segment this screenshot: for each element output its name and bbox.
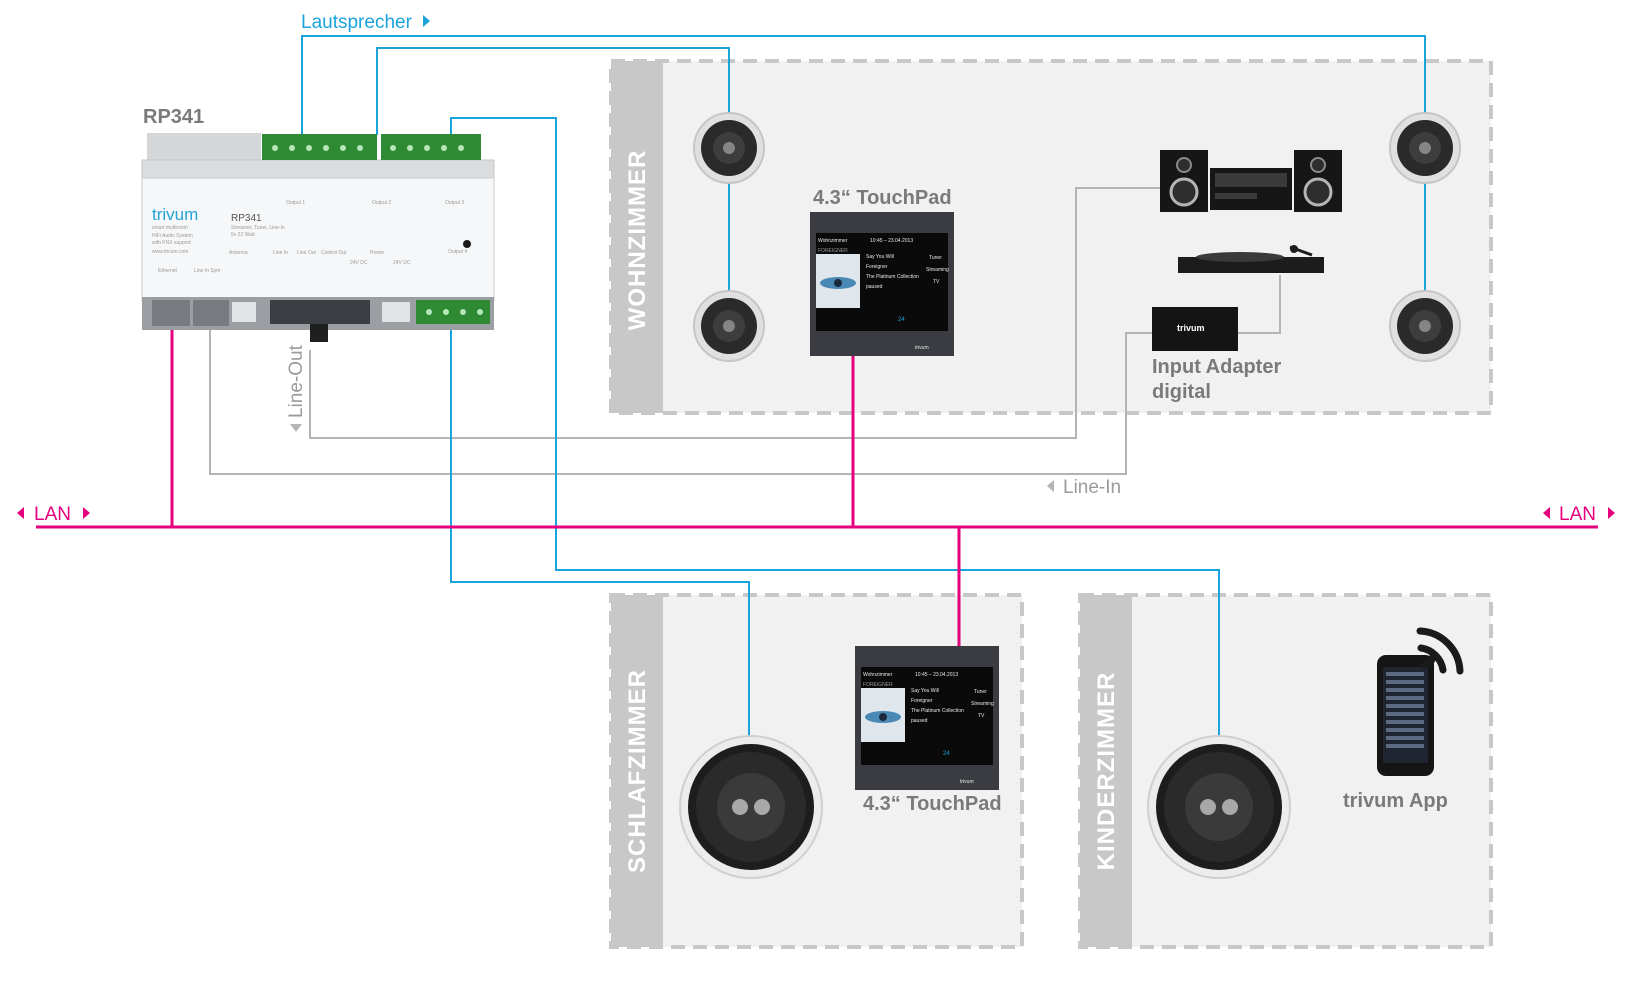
device-brand: trivum (152, 205, 198, 224)
device-model: RP341 (231, 213, 262, 224)
input-adapter: trivum Input Adapter digital (1152, 307, 1281, 403)
arrow-right-icon (1608, 507, 1615, 519)
turntable-icon (1178, 245, 1324, 273)
touchpad-track-2: Foreigner (866, 264, 888, 270)
touchpad-track-2: Foreigner (911, 698, 933, 704)
touchpad-menu-2: Streaming (926, 267, 949, 273)
line-in-label: Line-In (1063, 477, 1121, 498)
touchpad-cover-text: FOREIGNER (863, 682, 893, 688)
terminal-screws (272, 145, 483, 315)
touchpad-schlafzimmer: FOREIGNER Wohnzimmer 10:45 – 23.04.2013 … (855, 646, 1002, 815)
port-label-24v-2: 24V DC (393, 260, 411, 266)
touchpad-track-1: Say You Will (866, 254, 894, 260)
speaker-wz-bottom-right (1389, 290, 1461, 362)
status-led (463, 240, 471, 248)
device-model-sub2: 5x 22 Watt (231, 232, 255, 238)
wifi-icon (1416, 627, 1464, 675)
label-line-in: Line-In (1047, 477, 1121, 498)
room-label-kinderzimmer: KINDERZIMMER (1093, 672, 1120, 871)
port-label-ethernet: Ethernet (158, 268, 178, 274)
touchpad-volume: 24 (898, 317, 905, 323)
arrow-right-icon (83, 507, 90, 519)
label-lautsprecher: Lautsprecher (301, 12, 430, 33)
arrow-left-icon (17, 507, 24, 519)
device-desc2: with KNX support (152, 240, 191, 246)
touchpad-brand: trivum (915, 345, 929, 351)
rp341-device: RP341 trivum smart multiroom RP341 Strea… (141, 106, 495, 342)
touchpad-brand: trivum (960, 779, 974, 785)
touchpad-bottom-label: 4.3“ TouchPad (863, 793, 1002, 815)
trivum-app-phone: trivum App (1343, 627, 1464, 812)
touchpad-cover-text: FOREIGNER (818, 248, 848, 254)
label-line-out: Line-Out (286, 344, 307, 432)
input-adapter-label-1: Input Adapter (1152, 356, 1281, 378)
line-audio-wires (209, 187, 1281, 475)
touchpad-volume: 24 (943, 751, 950, 757)
label-lan-right: LAN (1543, 504, 1615, 525)
arrow-left-icon (1543, 507, 1550, 519)
line-out-label: Line-Out (286, 344, 307, 418)
port-label-line-out: Line Out (297, 250, 317, 256)
device-title: RP341 (143, 106, 204, 128)
touchpad-menu-3: TV (978, 713, 985, 719)
device-brand-sub: smart multiroom (152, 225, 188, 231)
speaker-wz-top-right (1389, 112, 1461, 184)
arrow-down-icon (290, 424, 302, 432)
touchpad-room: Wohnzimmer (863, 672, 893, 678)
touchpad-time: 10:45 – 23.04.2013 (870, 238, 913, 244)
app-label: trivum App (1343, 790, 1448, 812)
output-label-2: Output 2 (372, 200, 391, 206)
label-lan-left: LAN (17, 504, 90, 525)
touchpad-top-label: 4.3“ TouchPad (813, 187, 952, 209)
touchpad-wohnzimmer: 4.3“ TouchPad FOREIGNER Wohnzimmer 10:45… (810, 187, 954, 356)
speakers-bus-label: Lautsprecher (301, 12, 413, 33)
speaker-kinderzimmer (1147, 735, 1291, 879)
speaker-wz-bottom-left (693, 290, 765, 362)
touchpad-room: Wohnzimmer (818, 238, 848, 244)
touchpad-track-4: paused (866, 284, 883, 290)
arrow-right-icon (423, 15, 430, 27)
arrow-left-icon (1047, 480, 1054, 492)
lan-left-label: LAN (34, 504, 71, 525)
device-desc1: HiFi Audio System (152, 233, 193, 239)
touchpad-menu-1: Tuner (929, 255, 942, 261)
port-label-power: Power (370, 250, 385, 256)
port-label-24v-1: 24V DC (350, 260, 368, 266)
output-label-1: Output 1 (286, 200, 305, 206)
port-label-control-out: Control Out (321, 250, 347, 256)
port-label-line-in: Line In (273, 250, 288, 256)
touchpad-menu-1: Tuner (974, 689, 987, 695)
lan-wires (36, 322, 1598, 646)
room-label-schlafzimmer: SCHLAFZIMMER (624, 669, 651, 873)
room-label-wohnzimmer: WOHNZIMMER (624, 150, 651, 331)
device-url: www.trivum.com (152, 249, 188, 255)
lan-right-label: LAN (1559, 504, 1596, 525)
room-wohnzimmer: WOHNZIMMER (609, 59, 1493, 415)
input-adapter-label-2: digital (1152, 381, 1211, 403)
speaker-schlafzimmer (679, 735, 823, 879)
touchpad-time: 10:45 – 23.04.2013 (915, 672, 958, 678)
speaker-wz-top-left (693, 112, 765, 184)
touchpad-track-3: The Platinum Collection (866, 274, 919, 280)
touchpad-track-1: Say You Will (911, 688, 939, 694)
device-model-sub: Streamer, Tuner, Line-In (231, 225, 285, 231)
hifi-system-icon (1160, 150, 1342, 212)
port-label-line-in-sym: Line In Sym (194, 268, 220, 274)
touchpad-track-4: paused (911, 718, 928, 724)
port-label-antenna: Antenna (229, 250, 248, 256)
touchpad-menu-2: Streaming (971, 701, 994, 707)
touchpad-track-3: The Platinum Collection (911, 708, 964, 714)
adapter-brand: trivum (1177, 323, 1205, 333)
speaker-wires (301, 35, 1426, 740)
touchpad-menu-3: TV (933, 279, 940, 285)
output-label-4: Output 4 (448, 249, 467, 255)
output-label-3: Output 3 (445, 200, 464, 206)
